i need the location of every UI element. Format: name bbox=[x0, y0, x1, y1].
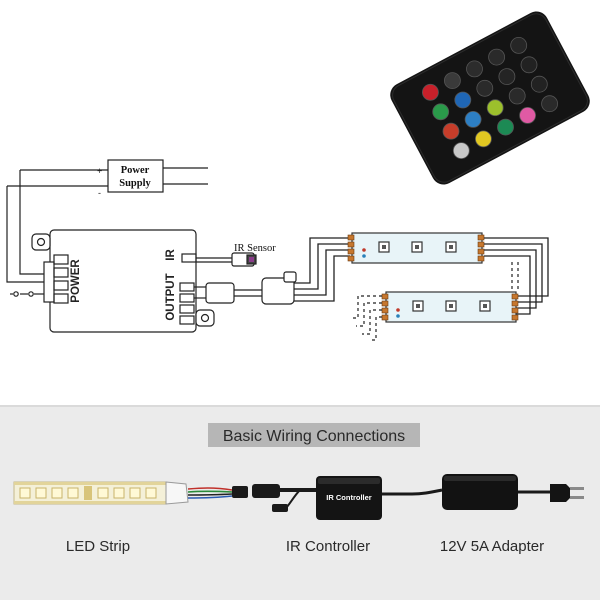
remote-button bbox=[541, 95, 558, 113]
dc-jack-icon bbox=[10, 291, 44, 297]
remote-button bbox=[486, 99, 504, 117]
power-adapter-photo bbox=[442, 474, 584, 510]
strip-wires-2 bbox=[484, 237, 549, 315]
ir-sensor-label: IR Sensor bbox=[234, 243, 276, 254]
led-strip-label: LED Strip bbox=[66, 538, 130, 555]
basic-wiring-title: Basic Wiring Connections bbox=[223, 428, 405, 445]
remote-button bbox=[452, 142, 470, 160]
controller-box-text: IR Controller bbox=[326, 493, 371, 502]
power-supply-label-line1: Power bbox=[121, 165, 150, 176]
strip-wires-1 bbox=[294, 237, 350, 302]
power-port-label: POWER bbox=[70, 259, 82, 303]
led-strip-1 bbox=[347, 232, 485, 264]
led-strip-photo bbox=[13, 481, 316, 512]
remote-button bbox=[442, 122, 460, 140]
remote-button bbox=[466, 60, 483, 78]
ir-remote-control bbox=[390, 11, 590, 185]
led-strip-2 bbox=[381, 291, 519, 323]
output-cable bbox=[194, 271, 297, 305]
remote-button bbox=[530, 75, 548, 93]
basic-wiring-panel: Basic Wiring Connections L bbox=[0, 405, 600, 600]
top-wiring-diagram: + - Power Supply bbox=[6, 159, 549, 341]
remote-button bbox=[421, 83, 439, 101]
remote-button bbox=[497, 118, 514, 136]
power-wires bbox=[6, 170, 44, 283]
ir-controller-photo bbox=[316, 476, 443, 520]
remote-button bbox=[432, 103, 450, 121]
remote-button bbox=[510, 37, 528, 54]
remote-button bbox=[508, 87, 526, 105]
remote-button bbox=[454, 91, 472, 109]
ir-controller-label: IR Controller bbox=[286, 538, 370, 555]
remote-button bbox=[488, 48, 506, 66]
remote-button bbox=[443, 72, 461, 89]
minus-sign: - bbox=[98, 188, 101, 198]
remote-button bbox=[498, 68, 516, 85]
remote-button bbox=[519, 107, 536, 124]
remote-button bbox=[520, 56, 538, 74]
power-supply-box bbox=[7, 159, 208, 193]
plus-sign: + bbox=[97, 166, 102, 176]
remote-button bbox=[464, 111, 482, 128]
output-port-label: OUTPUT bbox=[165, 273, 177, 320]
remote-button bbox=[474, 130, 492, 148]
ir-sensor bbox=[196, 252, 257, 267]
continuation-wires bbox=[352, 295, 382, 341]
controller-box bbox=[31, 229, 215, 333]
ir-port-label: IR bbox=[165, 249, 177, 261]
strip-wires-2-dashed bbox=[511, 262, 519, 292]
remote-button-grid bbox=[421, 37, 558, 160]
adapter-label: 12V 5A Adapter bbox=[440, 538, 544, 555]
remote-button bbox=[476, 79, 494, 97]
power-supply-label-line2: Supply bbox=[119, 178, 151, 189]
